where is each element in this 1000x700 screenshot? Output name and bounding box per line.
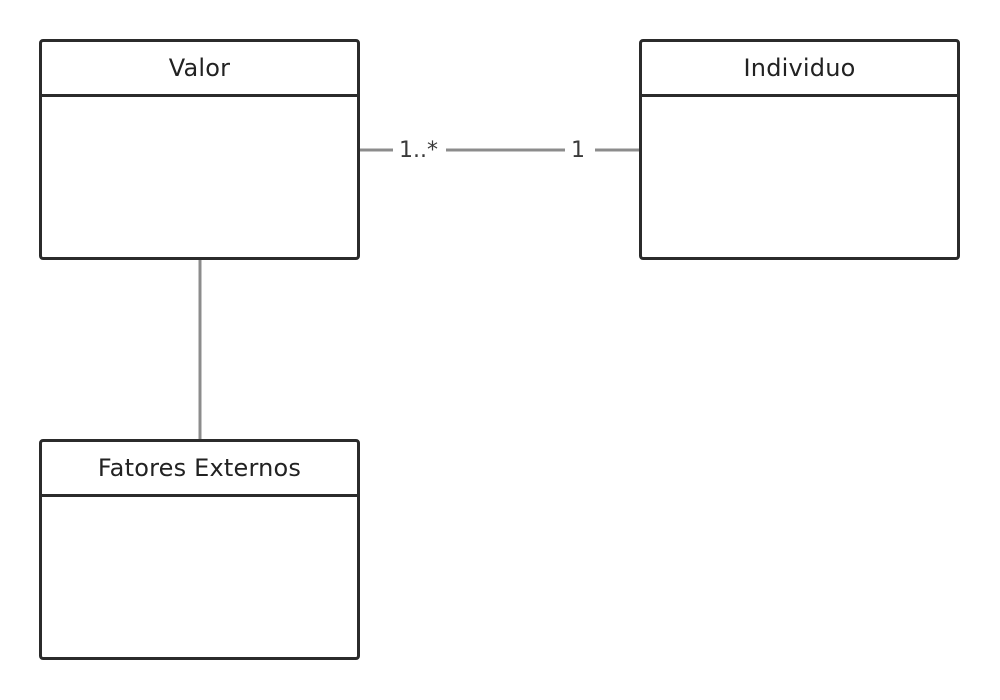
class-name-valor: Valor [42, 42, 357, 97]
class-body-individuo [642, 97, 957, 257]
class-name-individuo: Individuo [642, 42, 957, 97]
class-box-individuo[interactable]: Individuo [639, 39, 960, 260]
class-body-fatores-externos [42, 497, 357, 657]
multiplicity-label-individuo-end: 1 [569, 138, 587, 163]
class-body-valor [42, 97, 357, 257]
class-box-valor[interactable]: Valor [39, 39, 360, 260]
multiplicity-label-valor-end: 1..* [397, 138, 440, 163]
class-name-fatores-externos: Fatores Externos [42, 442, 357, 497]
class-box-fatores-externos[interactable]: Fatores Externos [39, 439, 360, 660]
